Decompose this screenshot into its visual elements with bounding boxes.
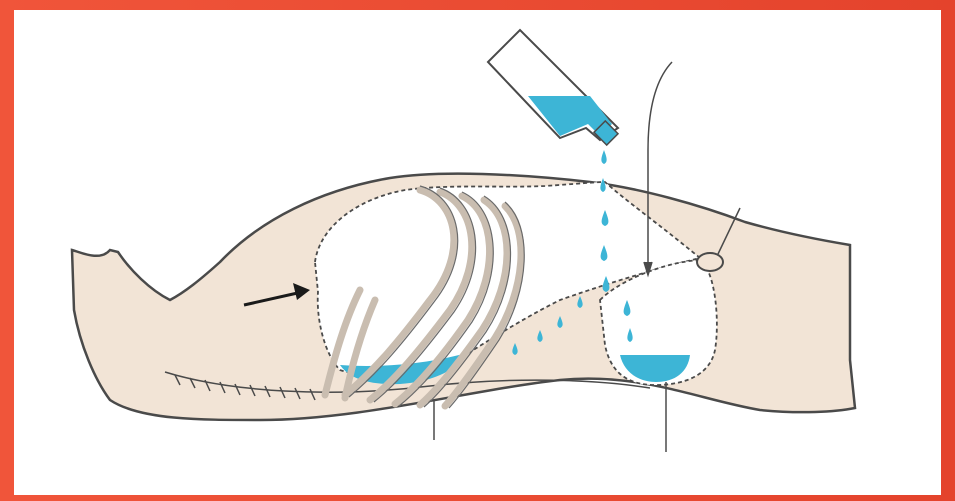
drain-disk (697, 253, 723, 271)
bottle (488, 30, 618, 145)
